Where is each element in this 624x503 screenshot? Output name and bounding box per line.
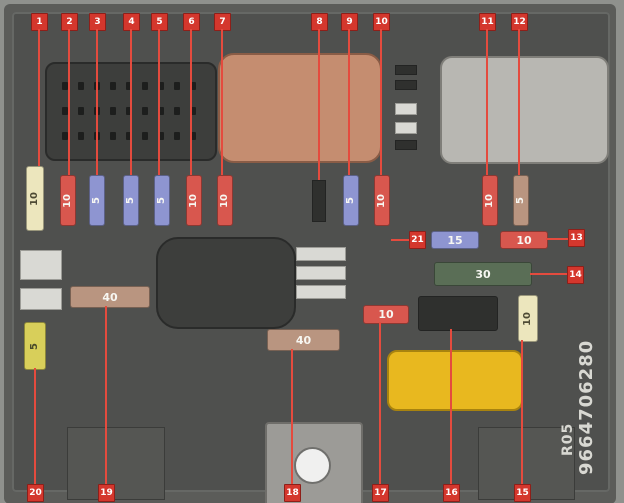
leader-21	[391, 239, 409, 241]
slot	[296, 247, 346, 261]
fuse-f3: 5	[89, 175, 105, 226]
terminal-hole	[294, 447, 331, 484]
brown-connector	[218, 53, 382, 163]
leader-11	[486, 29, 488, 175]
leader-4	[130, 29, 132, 175]
label-20: 20	[27, 484, 44, 502]
slot	[395, 65, 417, 75]
leader-6	[190, 29, 192, 175]
leader-2	[68, 29, 70, 175]
label-14: 14	[567, 266, 584, 284]
leader-19	[105, 306, 107, 484]
slot	[20, 250, 62, 280]
fuse-f9: 5	[343, 175, 359, 226]
fuse-f19-horizontal: 40	[70, 286, 150, 308]
leader-5	[158, 29, 160, 175]
fuse-f20: 5	[24, 322, 46, 370]
leader-12	[518, 29, 520, 175]
empty-fuse-slot	[312, 180, 326, 222]
fuse-f17: 10	[363, 305, 409, 324]
fuse-f7: 10	[217, 175, 233, 226]
label-16: 16	[443, 484, 460, 502]
leader-20	[34, 368, 36, 484]
yellow-connector	[387, 350, 523, 411]
leader-9	[348, 29, 350, 175]
fuse-f21: 15	[431, 231, 479, 249]
maxi-fuse-socket	[418, 296, 498, 331]
relay-socket	[156, 237, 296, 329]
slot	[296, 285, 346, 299]
fuse-f12: 5	[513, 175, 529, 226]
label-7: 7	[214, 13, 231, 31]
label-17: 17	[372, 484, 389, 502]
fuse-f19: 10	[26, 166, 44, 231]
part-number-sub: R05	[560, 422, 576, 456]
leader-18	[291, 349, 293, 484]
leader-10	[380, 29, 382, 175]
leader-14	[530, 273, 567, 275]
slot	[395, 140, 417, 150]
fuse-f11: 10	[482, 175, 498, 226]
label-21: 21	[409, 231, 426, 249]
leader-13	[546, 238, 568, 240]
fuse-f13: 10	[500, 231, 548, 249]
slot	[395, 80, 417, 90]
bottom-bracket	[67, 427, 165, 500]
fuse-f1: 10	[60, 175, 76, 226]
slot	[395, 103, 417, 115]
fuse-f4: 5	[123, 175, 139, 226]
leader-17	[379, 322, 381, 484]
fuse-f18: 40	[267, 329, 340, 351]
grey-connector	[440, 56, 609, 164]
label-19: 19	[98, 484, 115, 502]
label-13: 13	[568, 229, 585, 247]
leader-16	[450, 329, 452, 484]
fuse-f5: 5	[154, 175, 170, 226]
label-18: 18	[284, 484, 301, 502]
part-number-main: 9664706280	[576, 339, 597, 475]
leader-15	[521, 340, 523, 484]
fuse-f6: 10	[186, 175, 202, 226]
fuse-f14: 30	[434, 262, 532, 286]
slot	[20, 288, 62, 310]
leader-3	[96, 29, 98, 175]
leader-8	[318, 29, 320, 180]
leader-1	[38, 29, 40, 166]
leader-7	[221, 29, 223, 175]
fuse-f15: 10	[518, 295, 538, 342]
label-15: 15	[514, 484, 531, 502]
slot	[395, 122, 417, 134]
slot	[296, 266, 346, 280]
fuse-f10: 10	[374, 175, 390, 226]
